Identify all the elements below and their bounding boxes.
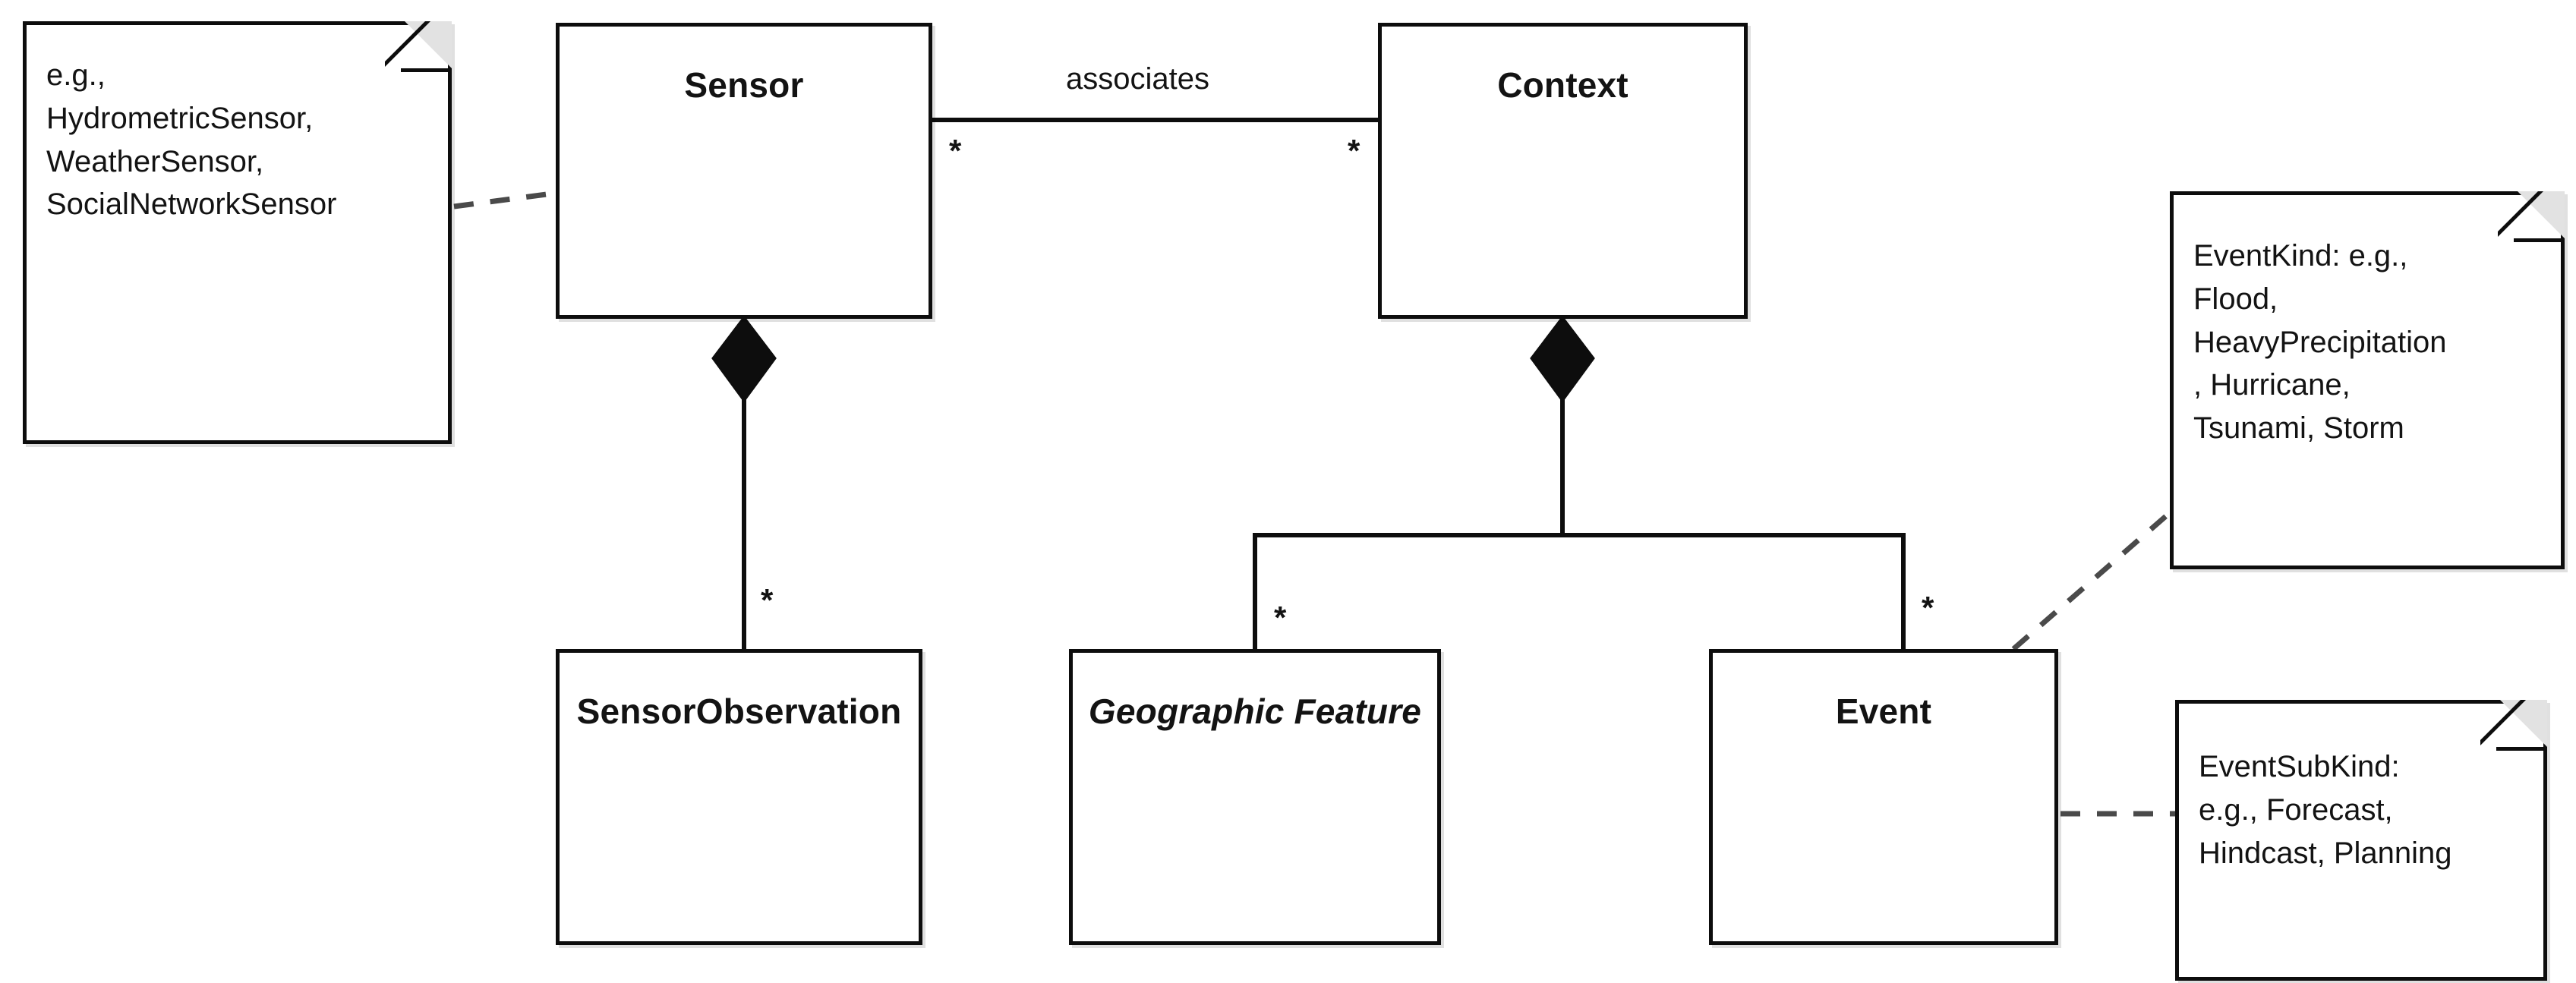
class-title-event: Event xyxy=(1835,692,1932,731)
note-link-sensor-dashed xyxy=(453,190,559,210)
note-fold-underline-icon xyxy=(401,68,452,72)
class-title-sensorobservation: SensorObservation xyxy=(576,692,902,731)
note-eventkind-text: EventKind: e.g., Flood, HeavyPrecipitati… xyxy=(2193,239,2447,446)
note-eventsubkind-text: EventSubKind: e.g., Forecast, Hindcast, … xyxy=(2199,750,2452,870)
multiplicity-geographicfeature-end: * xyxy=(1274,600,1287,635)
composition-diamond-context xyxy=(1530,315,1595,403)
composition-diamond-sensor xyxy=(711,315,777,403)
class-box-geographicfeature[interactable]: Geographic Feature xyxy=(1069,649,1441,945)
note-fold-underline-icon xyxy=(2496,747,2547,751)
class-box-event[interactable]: Event xyxy=(1709,649,2058,945)
class-box-sensor[interactable]: Sensor xyxy=(556,23,932,319)
note-fold-underline-icon xyxy=(2514,238,2565,242)
class-title-geographicfeature: Geographic Feature xyxy=(1088,692,1422,731)
class-box-context[interactable]: Context xyxy=(1378,23,1748,319)
class-title-context: Context xyxy=(1497,65,1629,105)
multiplicity-context-end: * xyxy=(1348,133,1361,169)
association-label-associates: associates xyxy=(1066,62,1209,96)
note-eventsubkind: EventSubKind: e.g., Forecast, Hindcast, … xyxy=(2175,700,2547,981)
note-sensor-kinds-text: e.g., HydrometricSensor, WeatherSensor, … xyxy=(46,58,337,222)
note-link-eventkind-dashed xyxy=(2011,508,2175,651)
multiplicity-sensor-end: * xyxy=(949,133,962,169)
note-eventkind: EventKind: e.g., Flood, HeavyPrecipitati… xyxy=(2170,191,2565,569)
note-sensor-kinds: e.g., HydrometricSensor, WeatherSensor, … xyxy=(23,21,452,444)
class-box-sensorobservation[interactable]: SensorObservation xyxy=(556,649,922,945)
multiplicity-event-end: * xyxy=(1922,590,1934,625)
class-title-sensor: Sensor xyxy=(684,65,804,105)
multiplicity-sensorobservation-end: * xyxy=(761,582,774,618)
